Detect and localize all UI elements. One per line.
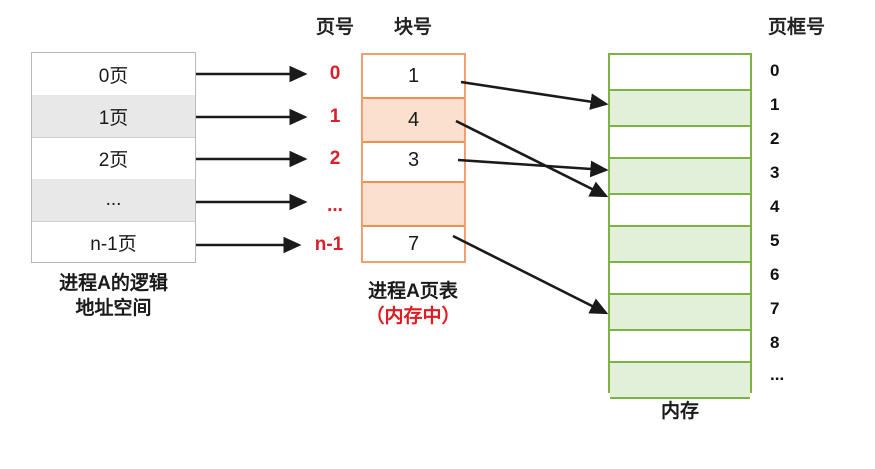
logical-row-label: ... bbox=[105, 189, 122, 210]
frame-label-0: 0 bbox=[770, 61, 780, 80]
header-page-number: 页号 bbox=[315, 17, 354, 38]
memory-caption: 内存 bbox=[660, 401, 699, 422]
page-number-0: 0 bbox=[329, 63, 341, 84]
page-table-entry-2: 3 bbox=[363, 139, 464, 181]
block-number-value: 4 bbox=[407, 108, 420, 131]
memory-frame-0 bbox=[610, 55, 750, 89]
logical-space-caption-line2: 地址空间 bbox=[75, 298, 152, 319]
frame-label-ellipsis: ... bbox=[770, 365, 785, 384]
memory-frame-ellipsis bbox=[610, 361, 750, 399]
memory-frame-6 bbox=[610, 259, 750, 293]
header-frame-number: 页框号 bbox=[768, 17, 826, 38]
logical-space-caption-line1: 进程A的逻辑 bbox=[59, 273, 168, 294]
memory-frame-4 bbox=[610, 191, 750, 225]
logical-row-label: 0页 bbox=[98, 65, 129, 87]
page-table: 1 4 3 7 bbox=[361, 53, 466, 263]
page-table-entry-ellipsis bbox=[363, 181, 464, 227]
logical-row-0: 0页 bbox=[32, 53, 195, 96]
logical-row-label: 1页 bbox=[98, 107, 129, 129]
frame-label-4: 4 bbox=[770, 197, 780, 216]
arrow-block-1-to-frame-1 bbox=[460, 80, 609, 110]
page-table-caption-line2: （内存中） bbox=[365, 306, 461, 327]
frame-label-5: 5 bbox=[770, 231, 780, 250]
block-number-value: 1 bbox=[407, 64, 420, 87]
block-number-value: 3 bbox=[407, 148, 420, 171]
logical-row-1: 1页 bbox=[32, 95, 195, 138]
memory-frame-1 bbox=[610, 89, 750, 127]
memory-frame-3 bbox=[610, 157, 750, 195]
page-table-entry-1: 4 bbox=[363, 97, 464, 143]
header-block-number: 块号 bbox=[393, 17, 432, 38]
logical-row-ellipsis: ... bbox=[32, 179, 195, 222]
frame-label-8: 8 bbox=[770, 333, 780, 352]
memory-frame-7 bbox=[610, 293, 750, 331]
page-number-ellipsis: ... bbox=[327, 195, 343, 216]
frame-label-3: 3 bbox=[770, 163, 780, 182]
page-number-n-1: n-1 bbox=[314, 234, 344, 255]
logical-row-n-1: n-1页 bbox=[32, 221, 195, 264]
frame-label-2: 2 bbox=[770, 129, 780, 148]
arrow-block-3-to-frame-3 bbox=[457, 158, 609, 178]
logical-row-2: 2页 bbox=[32, 137, 195, 180]
page-table-entry-0: 1 bbox=[363, 55, 464, 97]
page-number-1: 1 bbox=[329, 106, 341, 127]
logical-row-label: n-1页 bbox=[90, 234, 137, 255]
arrow-block-4-to-frame-4 bbox=[455, 119, 609, 198]
frame-label-6: 6 bbox=[770, 265, 780, 284]
memory-frame-2 bbox=[610, 123, 750, 157]
memory-block bbox=[608, 53, 752, 399]
page-table-caption-line1: 进程A页表 bbox=[368, 281, 458, 302]
frame-label-7: 7 bbox=[770, 299, 780, 318]
page-number-2: 2 bbox=[329, 148, 341, 169]
logical-address-space-table: 0页 1页 2页 ... n-1页 bbox=[31, 52, 196, 263]
logical-row-label: 2页 bbox=[98, 149, 129, 171]
frame-label-1: 1 bbox=[770, 95, 780, 114]
memory-frame-5 bbox=[610, 225, 750, 263]
page-table-entry-n-1: 7 bbox=[363, 223, 464, 265]
memory-frame-8 bbox=[610, 327, 750, 361]
block-number-value: 7 bbox=[407, 232, 420, 255]
